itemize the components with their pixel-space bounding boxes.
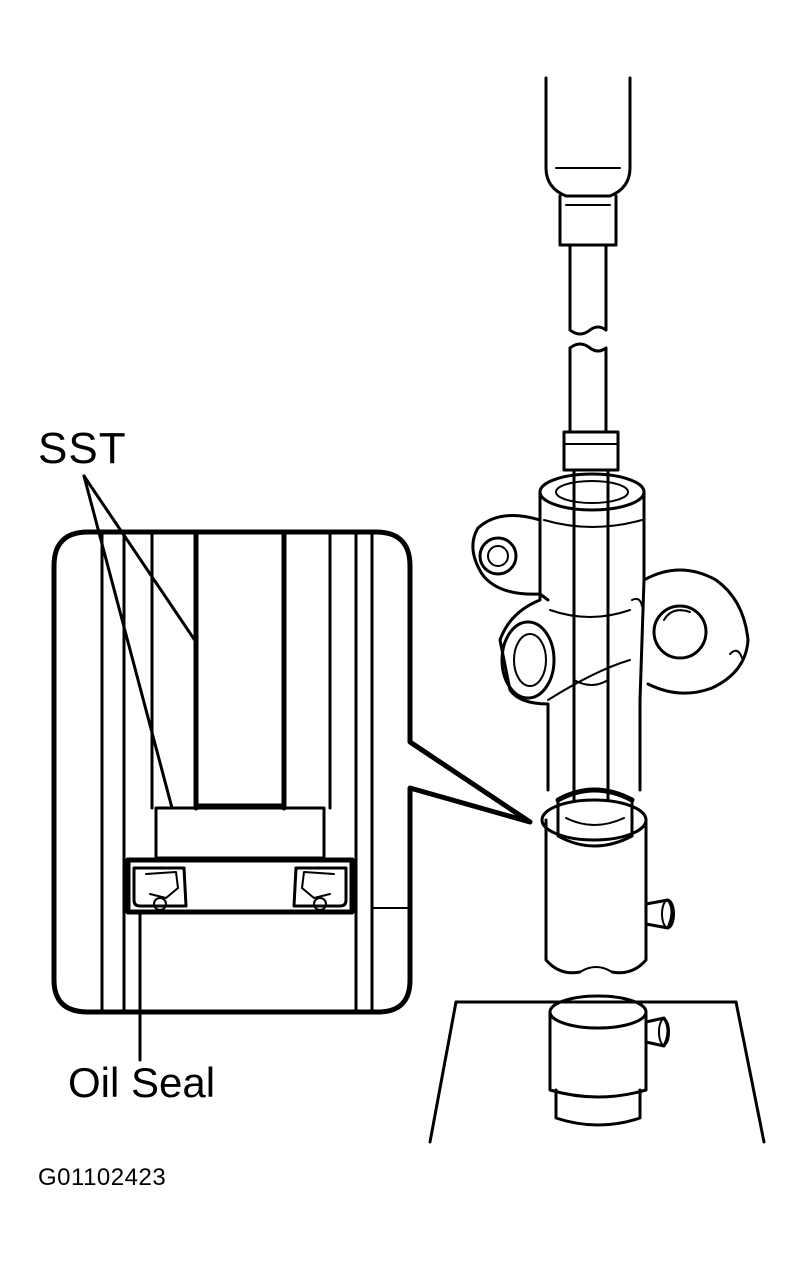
leader-lines bbox=[82, 474, 198, 1062]
press-bed-drawing bbox=[428, 994, 766, 1144]
oil-seal-detail-inset bbox=[51, 529, 533, 1015]
figure-code: G01102423 bbox=[38, 1164, 167, 1191]
sst-label: SST bbox=[38, 424, 127, 473]
special-service-tool-drawing bbox=[544, 76, 632, 802]
oil-seal-label: Oil Seal bbox=[68, 1059, 216, 1106]
steering-gear-housing-drawing bbox=[471, 472, 750, 975]
